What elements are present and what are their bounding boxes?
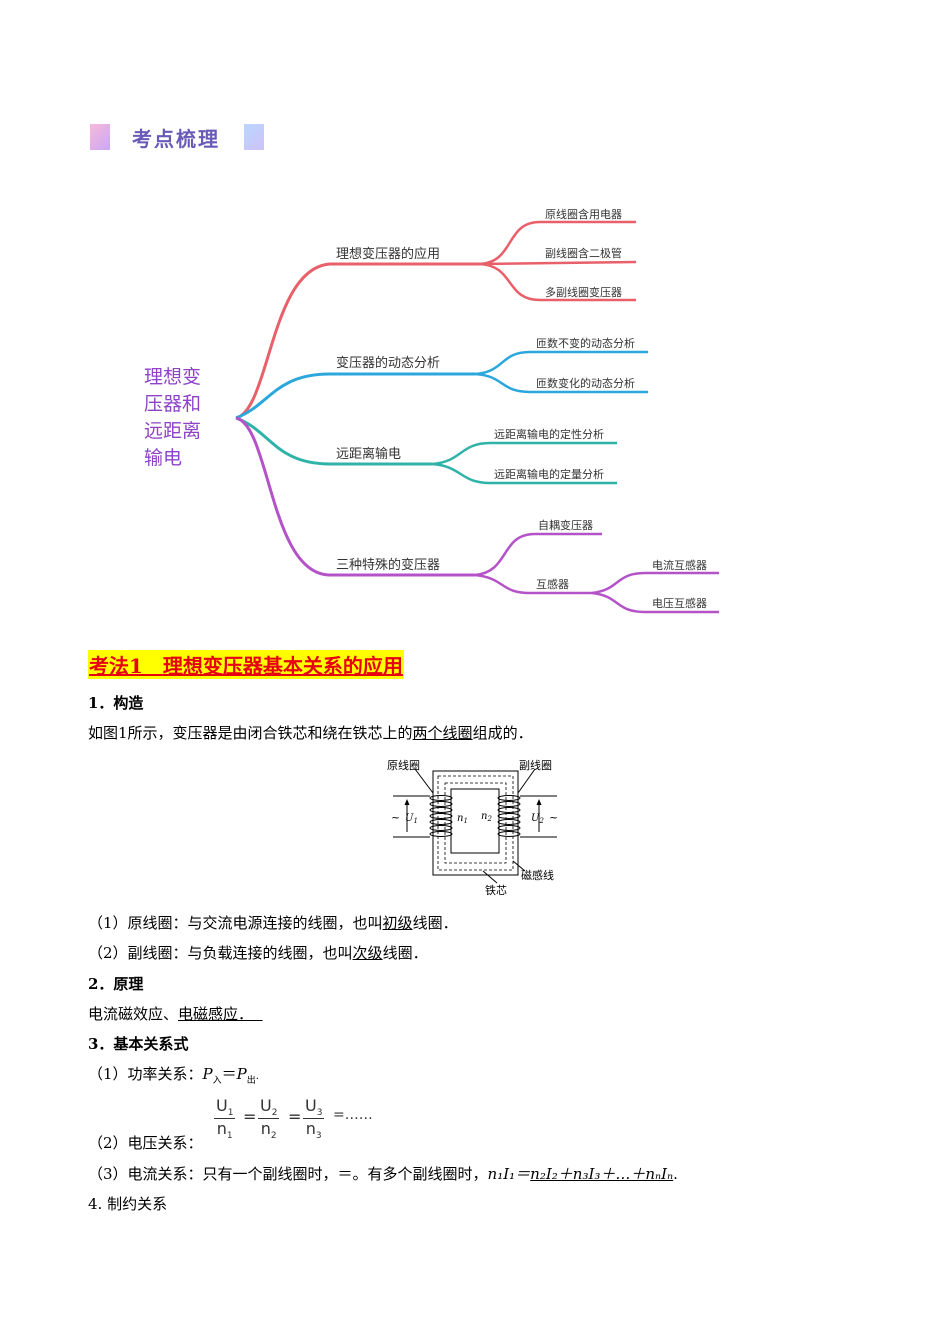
header-title: 考点梳理 [132,127,220,151]
voltage-relation-label: （2）电压关系： [88,1134,203,1152]
label-u2: U2 [531,813,544,825]
underlined-text: 次级 [352,944,383,962]
current-relation: （3）电流关系：只有一个副线圈时，＝。有多个副线圈时，n₁I₁＝n₂I₂＋n₃I… [88,1163,678,1184]
mindmap-branch-2: 变压器的动态分析 [336,356,441,371]
branch-line-4 [235,416,475,577]
sub-line-4d [591,591,719,614]
mindmap-leaf: 自耦变压器 [538,519,593,532]
branch-line-2 [235,372,475,420]
fraction-u1-n1: U1 n1 [214,1096,236,1142]
mindmap-root-line: 压器和 [144,393,202,415]
fraction-u3-n3: U3 n3 [303,1096,325,1142]
sub-line-2a [474,350,648,376]
sub-line-4a [474,532,602,577]
text: 线圈． [412,914,458,932]
symbol-p: P [236,1065,247,1083]
mindmap-root-line: 理想变 [144,366,202,388]
text: （2）副线圈：与负载连接的线圈，也叫 [88,944,353,962]
mindmap-leaf: 电压互感器 [652,597,707,610]
mindmap-leaf: 互感器 [536,578,569,591]
header-decoration-left [90,124,110,150]
sub-line-1a [479,220,636,266]
text: 组成的． [472,724,533,742]
label-flux: 磁感线 [521,868,554,882]
heading-principle: 2．原理 [88,975,144,993]
label-ac-right: ~ [549,811,558,824]
mindmap-branch-4: 三种特殊的变压器 [336,558,441,573]
label-secondary-coil: 副线圈 [519,758,552,772]
underlined-text: 电磁感应． [178,1005,254,1023]
symbol-p: P [202,1065,213,1083]
branch-line-1 [235,262,480,420]
formula: n₁I₁＝ [487,1165,531,1183]
section-header: 考点梳理 [90,122,270,156]
branch-line-3 [235,416,432,466]
mindmap-root: 理想变 压器和 远距离 输电 [144,364,224,472]
heading-structure: 1．构造 [88,694,144,712]
equals-sign: = [288,1107,302,1126]
mindmap-leaf: 远距离输电的定性分析 [494,428,604,441]
label-core: 铁芯 [485,883,507,897]
sub-line-4b [474,573,592,595]
sub-line-4c [591,571,719,595]
heading-relations: 3．基本关系式 [88,1035,189,1053]
voltage-tail: =…… [333,1107,373,1123]
underlined-text: 两个线圈 [412,724,473,742]
power-relation: （1）功率关系：P入＝P出. [88,1063,259,1086]
sub-line-3b [431,462,617,485]
text: 电流磁效应、 [88,1005,179,1023]
text: （3）电流关系：只有一个副线圈时，＝。有多个副线圈时， [88,1165,488,1183]
mindmap-leaf: 匝数不变的动态分析 [536,337,635,350]
label-n1: n1 [457,813,468,825]
mindmap-leaf: 多副线圈变压器 [545,286,622,299]
text: （1）原线圈：与交流电源连接的线圈，也叫 [88,914,383,932]
sub-line-1c [479,262,636,302]
mindmap-root-line: 输电 [144,447,183,469]
mindmap-branch-3: 远距离输电 [336,447,402,462]
text: 线圈． [382,944,428,962]
header-decoration-right [244,124,264,150]
mindmap-leaf: 匝数变化的动态分析 [536,377,635,390]
sub-line-3a [431,441,617,466]
label-u1: U1 [405,813,418,825]
mindmap-leaf: 远距离输电的定量分析 [494,468,604,481]
text: 如图1所示，变压器是由闭合铁芯和绕在铁芯上的 [88,724,413,742]
text: . [673,1165,678,1183]
mindmap-branch-1: 理想变压器的应用 [336,247,441,262]
transformer-figure: 原线圈 副线圈 铁芯 磁感线 ~ ~ U1 U2 n1 n2 [387,758,558,897]
text: . [255,1071,259,1082]
paragraph-structure: 如图1所示，变压器是由闭合铁芯和绕在铁芯上的两个线圈组成的． [88,722,533,743]
mindmap-root-line: 远距离 [144,420,202,442]
list-item-primary: （1）原线圈：与交流电源连接的线圈，也叫初级线圈． [88,912,458,933]
underlined-formula: n₂I₂＋n₃I₃＋…＋nₙIₙ [530,1165,674,1183]
sub-line-1b [479,260,637,266]
list-item-secondary: （2）副线圈：与负载连接的线圈，也叫次级线圈． [88,942,428,963]
mindmap-leaf: 原线圈含用电器 [545,208,622,221]
paragraph-principle: 电流磁效应、电磁感应． [88,1003,263,1024]
subscript: 出 [246,1076,256,1086]
label-primary-coil: 原线圈 [387,758,420,772]
label-n2: n2 [481,811,492,823]
label-ac-left: ~ [391,811,400,824]
text: （1）功率关系： [88,1065,203,1083]
subscript: 入 [212,1076,222,1086]
mindmap-leaf: 副线圈含二极管 [545,247,622,260]
text: ＝ [221,1065,237,1083]
heading-constraint: 4. 制约关系 [88,1195,168,1213]
underlined-text: 初级 [382,914,413,932]
sub-line-2b [474,372,648,394]
mindmap-leaf: 电流互感器 [652,559,707,572]
equals-sign: = [243,1107,257,1126]
fraction-u2-n2: U2 n2 [258,1096,280,1142]
section-title: 考法1 理想变压器基本关系的应用 [88,650,404,679]
mindmap-diagram [235,220,719,614]
